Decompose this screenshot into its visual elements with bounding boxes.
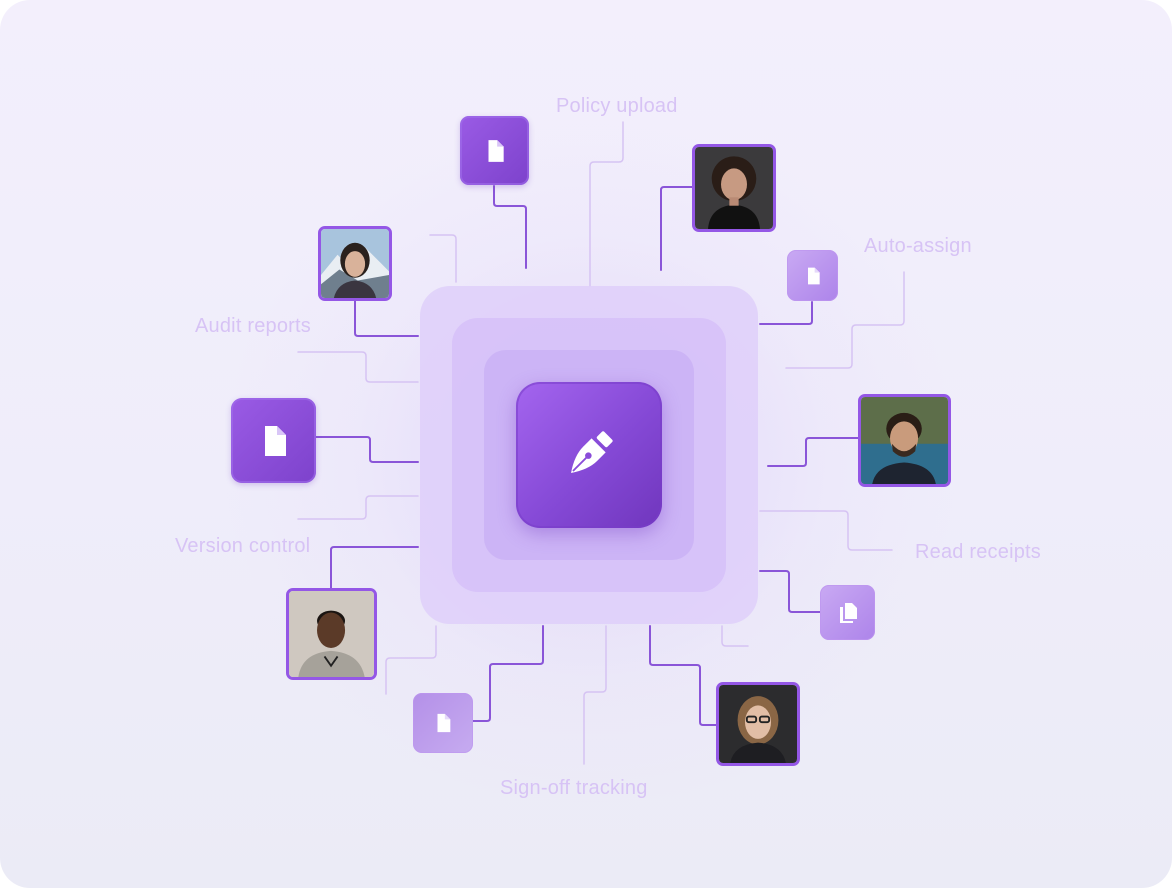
document-icon — [432, 712, 454, 734]
avatar-woman-glasses[interactable] — [716, 682, 800, 766]
document-node-right-upper[interactable] — [787, 250, 838, 301]
connector-doc-right-lower — [760, 571, 820, 612]
label-policy-upload: Policy upload — [556, 95, 678, 118]
label-version-control: Version control — [175, 535, 310, 558]
document-icon — [482, 138, 508, 164]
connector-sign-off — [584, 626, 606, 764]
person-photo — [719, 685, 797, 763]
connector-doc-top — [494, 186, 526, 268]
connector-version-control — [298, 496, 418, 519]
connector-doc-bottom — [473, 626, 543, 721]
avatar-woman-curly-hair[interactable] — [692, 144, 776, 232]
document-icon — [803, 266, 823, 286]
label-audit-reports: Audit reports — [195, 315, 311, 338]
document-node-bottom[interactable] — [413, 693, 473, 753]
avatar-man-smiling[interactable] — [286, 588, 377, 680]
connector-avatar-top-right — [661, 187, 692, 270]
connector-audit-reports — [298, 352, 418, 382]
connector-avatar-left-bottom — [331, 547, 418, 588]
person-photo — [695, 147, 773, 229]
avatar-woman-mountains[interactable] — [318, 226, 392, 301]
hub-core — [516, 382, 662, 528]
label-read-receipts: Read receipts — [915, 541, 1041, 564]
connector-faint-top-left — [430, 235, 456, 282]
person-photo — [861, 397, 948, 484]
connector-doc-left — [316, 437, 418, 462]
document-node-right-lower[interactable] — [820, 585, 875, 640]
document-node-top[interactable] — [460, 116, 529, 185]
connector-avatar-right — [768, 438, 858, 466]
fountain-pen-icon — [560, 426, 618, 484]
avatar-man-beard[interactable] — [858, 394, 951, 487]
connector-doc-right-upper — [760, 302, 812, 324]
connector-read-receipts — [760, 511, 892, 550]
person-photo — [321, 229, 389, 298]
label-sign-off-tracking: Sign-off tracking — [500, 777, 648, 800]
label-auto-assign: Auto-assign — [864, 235, 972, 258]
connector-avatar-left-top — [355, 300, 418, 336]
document-icon — [256, 423, 292, 459]
person-photo — [289, 591, 374, 677]
connector-policy-upload — [590, 122, 623, 286]
connector-faint-bottom-left — [386, 626, 436, 694]
connector-avatar-bottom-right — [650, 626, 716, 725]
copy-document-icon — [836, 601, 860, 625]
document-node-left[interactable] — [231, 398, 316, 483]
connector-faint-right — [722, 626, 748, 646]
